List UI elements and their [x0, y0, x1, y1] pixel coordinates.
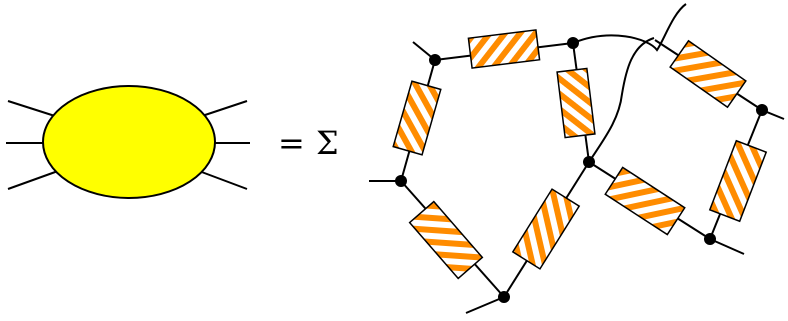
- vertex-bottom-right: [704, 233, 716, 245]
- striped-rectangle-right: [708, 139, 768, 223]
- striped-rectangle-top: [467, 29, 541, 69]
- left-blob-group: [6, 85, 250, 199]
- edge-e-crossing: [588, 37, 655, 163]
- equals-symbol: =: [278, 124, 305, 162]
- striped-rectangle-right-lower: [604, 166, 686, 236]
- edge-b-external: [572, 3, 687, 52]
- network-lines: [369, 3, 785, 314]
- striped-rectangle-left: [392, 80, 442, 156]
- edge-d-external: [465, 296, 505, 314]
- vertex-right: [756, 104, 768, 116]
- striped-rectangles: [392, 29, 768, 280]
- striped-rectangle-upper-right: [669, 39, 747, 109]
- striped-rectangle-bottom-center: [511, 188, 581, 270]
- vertex-top-center: [567, 37, 579, 49]
- network-vertices: [395, 37, 768, 303]
- vertex-top-left: [429, 54, 441, 66]
- blob-leg-upper-right: [198, 100, 248, 118]
- striped-rectangle-center-upper: [556, 67, 596, 139]
- yellow-blob: [42, 85, 216, 199]
- edge-h-external: [709, 238, 745, 255]
- vertex-center: [583, 156, 595, 168]
- blob-leg-lower-left: [7, 170, 59, 190]
- vertex-bottom: [498, 291, 510, 303]
- blob-leg-lower-right: [198, 170, 248, 190]
- blob-leg-upper-left: [7, 100, 59, 118]
- striped-rectangle-bottom-left: [408, 200, 484, 280]
- vertex-left: [395, 175, 407, 187]
- sum-symbol: Σ: [316, 124, 339, 162]
